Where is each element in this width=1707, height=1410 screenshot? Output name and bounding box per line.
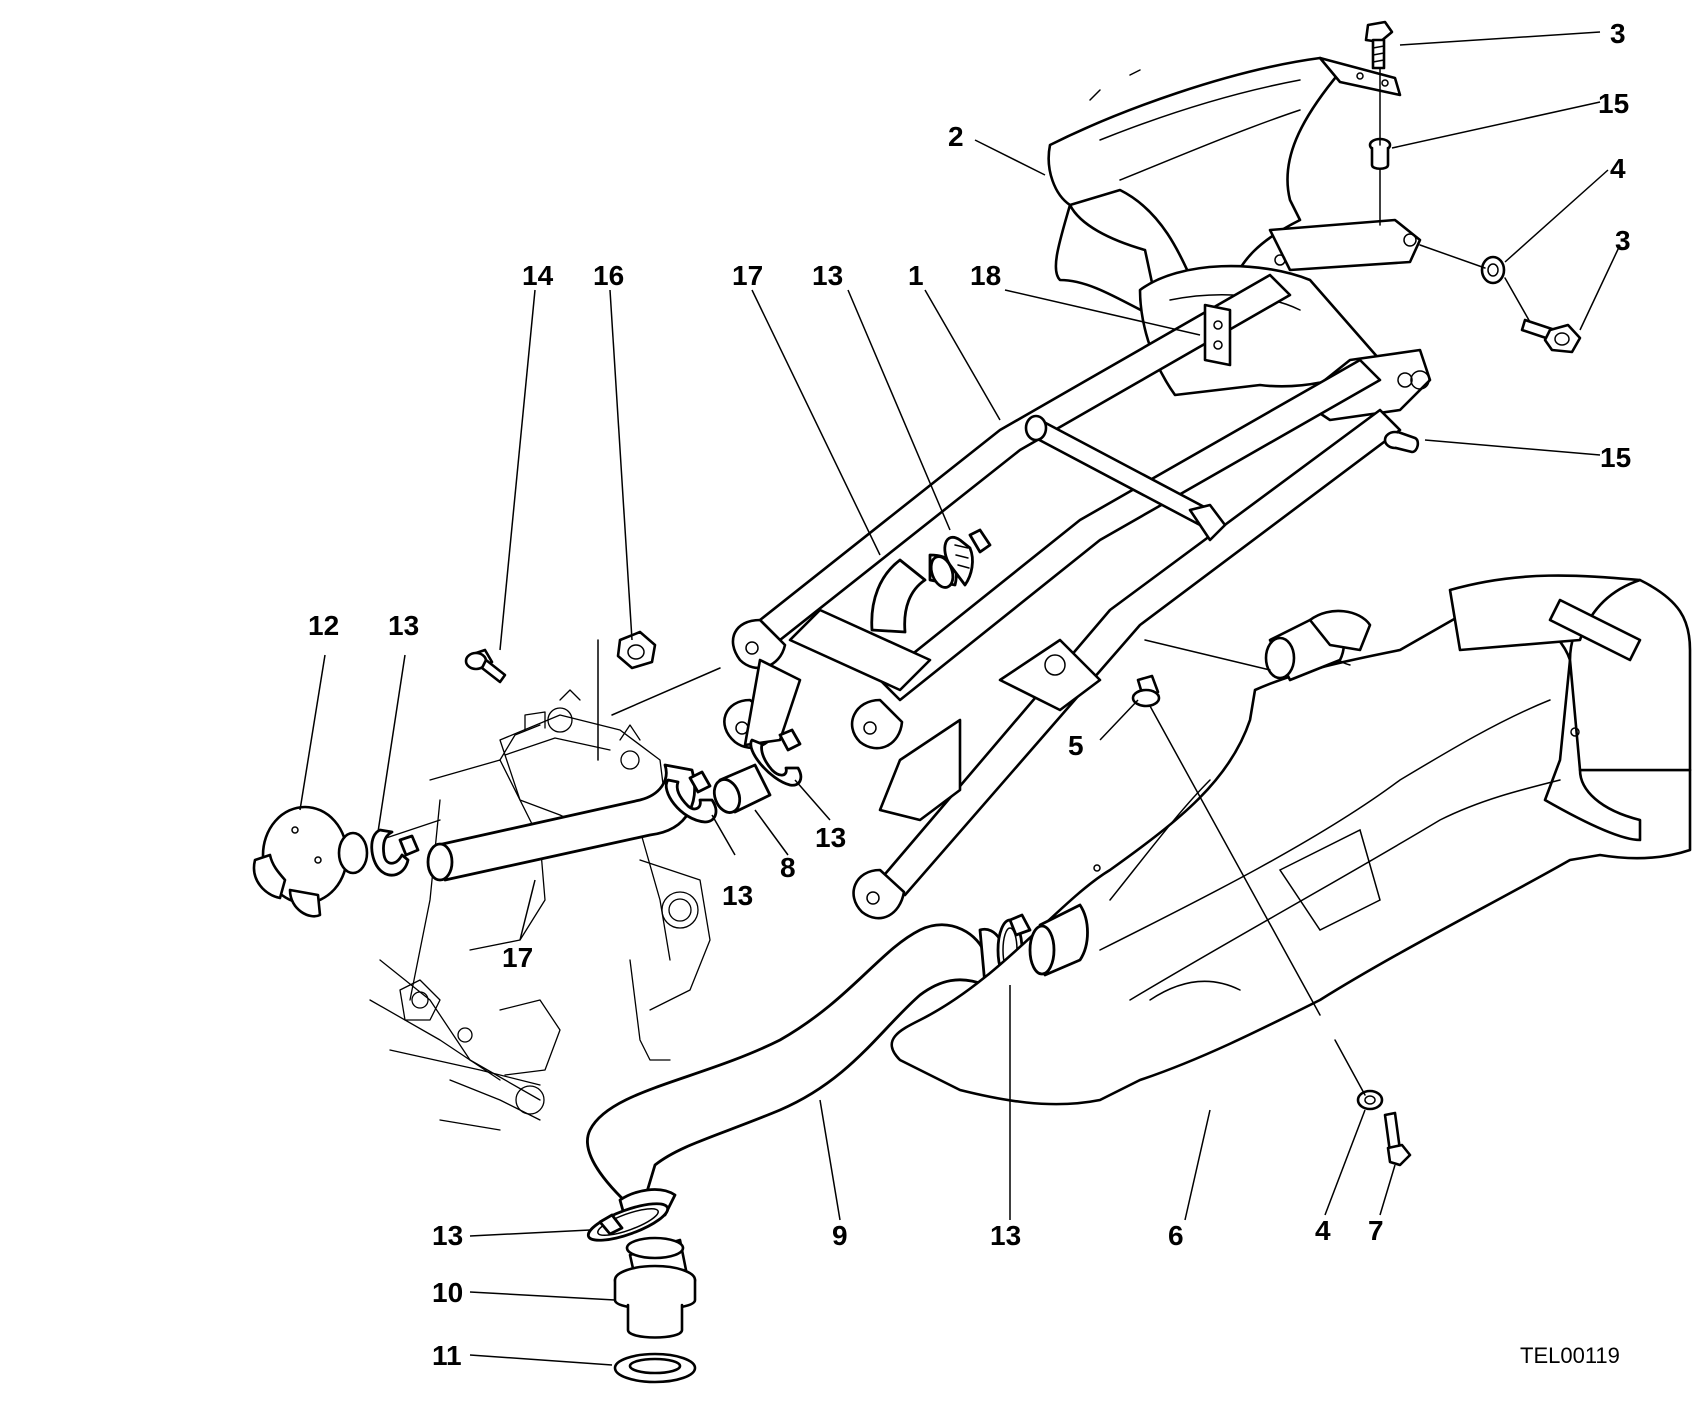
part-11-seal <box>613 1352 697 1384</box>
callout-13-bottom-mid: 13 <box>990 1220 1021 1251</box>
callout-18: 18 <box>970 260 1001 291</box>
part-16-nut <box>616 630 657 670</box>
part-8-short-hose <box>712 763 772 814</box>
part-17-upper-hose <box>870 553 958 634</box>
callout-15-top: 15 <box>1598 88 1629 119</box>
part-14-screw <box>464 648 507 684</box>
part-17-lower-hose <box>426 763 696 882</box>
callout-3-right: 3 <box>1615 225 1631 256</box>
callout-11: 11 <box>432 1340 462 1371</box>
part-4-bottom-washer <box>1356 1089 1384 1111</box>
callout-9: 9 <box>832 1220 848 1251</box>
part-7-screw <box>1383 1111 1412 1167</box>
part-10-filler-neck <box>613 1236 697 1339</box>
callout-16: 16 <box>593 260 624 291</box>
callout-2: 2 <box>948 121 964 152</box>
callout-13-left: 13 <box>388 610 419 641</box>
part-13-right-clamp <box>749 728 803 787</box>
callout-4-bottom: 4 <box>1315 1215 1331 1246</box>
callout-13-bottom: 13 <box>432 1220 463 1251</box>
part-15-top-bushing <box>1368 137 1392 171</box>
callout-15-right: 15 <box>1600 442 1631 473</box>
callout-1: 1 <box>908 260 924 291</box>
part-13-mid-clamp <box>664 770 718 824</box>
callout-13-top: 13 <box>812 260 843 291</box>
leader-lines <box>299 31 1621 1366</box>
callout-3-top: 3 <box>1610 18 1626 49</box>
part-1-subframe <box>723 264 1432 920</box>
part-3-right-screw <box>1520 318 1582 354</box>
callout-13-low: 13 <box>722 880 753 911</box>
callout-17-low: 17 <box>502 942 533 973</box>
engine-frame-background <box>369 689 711 1131</box>
drawing-code: TEL00119 <box>1520 1343 1620 1368</box>
callout-13-mid: 13 <box>815 822 846 853</box>
callout-8: 8 <box>780 852 796 883</box>
part-3-top-screw <box>1364 20 1394 70</box>
part-2-rear-bracket <box>1047 56 1422 322</box>
part-12-cap <box>252 805 369 918</box>
part-15-right-bushing <box>1383 430 1420 454</box>
part-4-right-washer <box>1480 255 1506 285</box>
callout-14: 14 <box>522 260 554 291</box>
part-13-upper-clamp <box>943 528 992 587</box>
part-6-tank <box>890 574 1692 1106</box>
part-13-bottom-clamp <box>586 1202 670 1242</box>
callout-7: 7 <box>1368 1215 1384 1246</box>
callout-5: 5 <box>1068 730 1084 761</box>
callout-12: 12 <box>308 610 339 641</box>
part-5-grommet <box>1131 674 1161 708</box>
callout-10: 10 <box>432 1277 463 1308</box>
callout-6: 6 <box>1168 1220 1184 1251</box>
part-13-left-clamp <box>370 828 420 877</box>
callout-labels: 3 15 2 4 3 14 16 17 13 1 18 15 12 13 5 1… <box>308 18 1631 1371</box>
callout-17-top: 17 <box>732 260 763 291</box>
callout-4-right: 4 <box>1610 153 1626 184</box>
